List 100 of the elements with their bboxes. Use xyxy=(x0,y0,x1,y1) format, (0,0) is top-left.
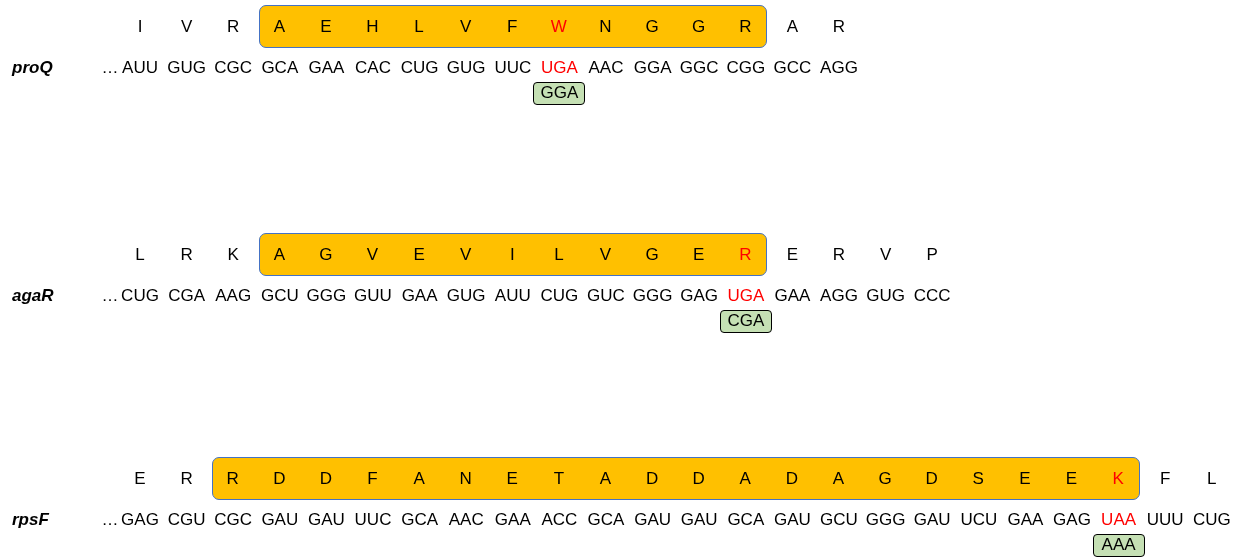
codon: UUC xyxy=(494,58,532,78)
amino-acid-letter: A xyxy=(273,244,285,265)
amino-acid-letter: R xyxy=(180,469,193,489)
codon: GCU xyxy=(820,510,858,530)
highlight-box xyxy=(211,457,1140,500)
codon: GAA xyxy=(774,286,811,306)
codon: GAU xyxy=(261,510,299,530)
amino-acid-letter: K xyxy=(1112,468,1124,489)
codon: CUG xyxy=(540,286,579,306)
codon: CGC xyxy=(214,510,253,530)
amino-acid-letter: G xyxy=(319,244,333,265)
codon: CAC xyxy=(355,58,391,78)
codon: GGA xyxy=(633,58,672,78)
codon: UUC xyxy=(354,510,392,530)
amino-acid-letter: V xyxy=(879,245,892,265)
codon: AAC xyxy=(448,510,484,530)
gene-name: agaR xyxy=(12,286,54,306)
amino-acid-letter: A xyxy=(599,468,612,489)
amino-acid-letter: R xyxy=(227,17,240,37)
codon: GAU xyxy=(307,510,345,530)
amino-acid-letter: D xyxy=(692,468,705,489)
codon: GAA xyxy=(401,286,438,306)
amino-acid-letter: A xyxy=(786,17,799,37)
amino-acid-letter: S xyxy=(972,468,984,489)
amino-acid-letter: L xyxy=(135,245,145,265)
gene-name: rpsF xyxy=(12,510,49,530)
codon: AUU xyxy=(494,286,531,306)
codon: GAA xyxy=(308,58,345,78)
amino-acid-letter: V xyxy=(460,16,472,37)
amino-acid-letter: D xyxy=(273,468,286,489)
codon: GAA xyxy=(1007,510,1044,530)
amino-acid-letter: E xyxy=(134,469,146,489)
amino-acid-letter: L xyxy=(1207,469,1217,489)
codon: GCU xyxy=(260,286,299,306)
amino-acid-letter: R xyxy=(832,17,846,37)
amino-acid-letter: N xyxy=(599,16,612,37)
ellipsis: … xyxy=(101,58,119,78)
amino-acid-letter: E xyxy=(506,468,518,489)
codon: CUG xyxy=(400,58,439,78)
codon-box: CGA xyxy=(719,310,772,333)
amino-acid-letter: D xyxy=(925,468,938,489)
amino-acid-letter: A xyxy=(413,468,425,489)
codon: GUU xyxy=(354,286,392,306)
codon: GGC xyxy=(679,58,719,78)
codon: GUG xyxy=(866,286,905,306)
highlight-box xyxy=(258,5,768,48)
codon: GGG xyxy=(632,286,673,306)
codon: CGG xyxy=(726,58,766,78)
codon: AGG xyxy=(820,58,858,78)
amino-acid-letter: E xyxy=(413,244,425,265)
amino-acid-letter: N xyxy=(459,468,472,489)
codon: GAG xyxy=(1053,510,1091,530)
codon: GCA xyxy=(261,58,299,78)
amino-acid-letter: A xyxy=(739,468,751,489)
codon: UGA xyxy=(727,286,765,306)
codon: GAG xyxy=(121,510,159,530)
amino-acid-letter: R xyxy=(832,245,846,265)
amino-acid-letter: R xyxy=(739,16,752,37)
amino-acid-letter: V xyxy=(460,244,472,265)
amino-acid-letter: P xyxy=(926,245,938,265)
codon: CGA xyxy=(168,286,205,306)
codon: CUG xyxy=(1192,510,1231,530)
amino-acid-letter: L xyxy=(414,16,424,37)
codon: GCA xyxy=(587,510,625,530)
codon: GAU xyxy=(773,510,811,530)
codon: GCC xyxy=(773,58,812,78)
amino-acid-letter: H xyxy=(366,16,379,37)
codon: GUG xyxy=(446,286,486,306)
codon: GCA xyxy=(401,510,438,530)
amino-acid-letter: T xyxy=(553,468,565,489)
amino-acid-letter: F xyxy=(1160,469,1171,489)
codon: GAA xyxy=(494,510,531,530)
codon: UGA xyxy=(540,58,578,78)
amino-acid-letter: E xyxy=(693,244,705,265)
amino-acid-letter: V xyxy=(180,17,193,37)
codon: GUG xyxy=(167,58,206,78)
codon: ACC xyxy=(541,510,578,530)
codon: AAG xyxy=(215,286,252,306)
amino-acid-letter: E xyxy=(1019,468,1031,489)
amino-acid-letter: A xyxy=(832,468,845,489)
codon: GUG xyxy=(446,58,486,78)
amino-acid-letter: A xyxy=(273,16,285,37)
codon: GUC xyxy=(587,286,625,306)
codon: AAC xyxy=(588,58,624,78)
amino-acid-letter: V xyxy=(599,244,612,265)
amino-acid-letter: I xyxy=(509,244,515,265)
codon: GAU xyxy=(634,510,671,530)
amino-acid-letter: R xyxy=(226,468,239,489)
amino-acid-letter: R xyxy=(180,245,193,265)
amino-acid-letter: W xyxy=(550,16,567,37)
codon: UUU xyxy=(1146,510,1184,530)
ellipsis: … xyxy=(101,286,119,306)
amino-acid-letter: D xyxy=(785,468,799,489)
codon: GGG xyxy=(865,510,906,530)
amino-acid-letter: G xyxy=(692,16,706,37)
codon: GAG xyxy=(680,286,719,306)
amino-acid-letter: V xyxy=(366,244,379,265)
amino-acid-letter: F xyxy=(367,468,378,489)
codon: CCC xyxy=(913,286,951,306)
amino-acid-letter: F xyxy=(507,16,518,37)
